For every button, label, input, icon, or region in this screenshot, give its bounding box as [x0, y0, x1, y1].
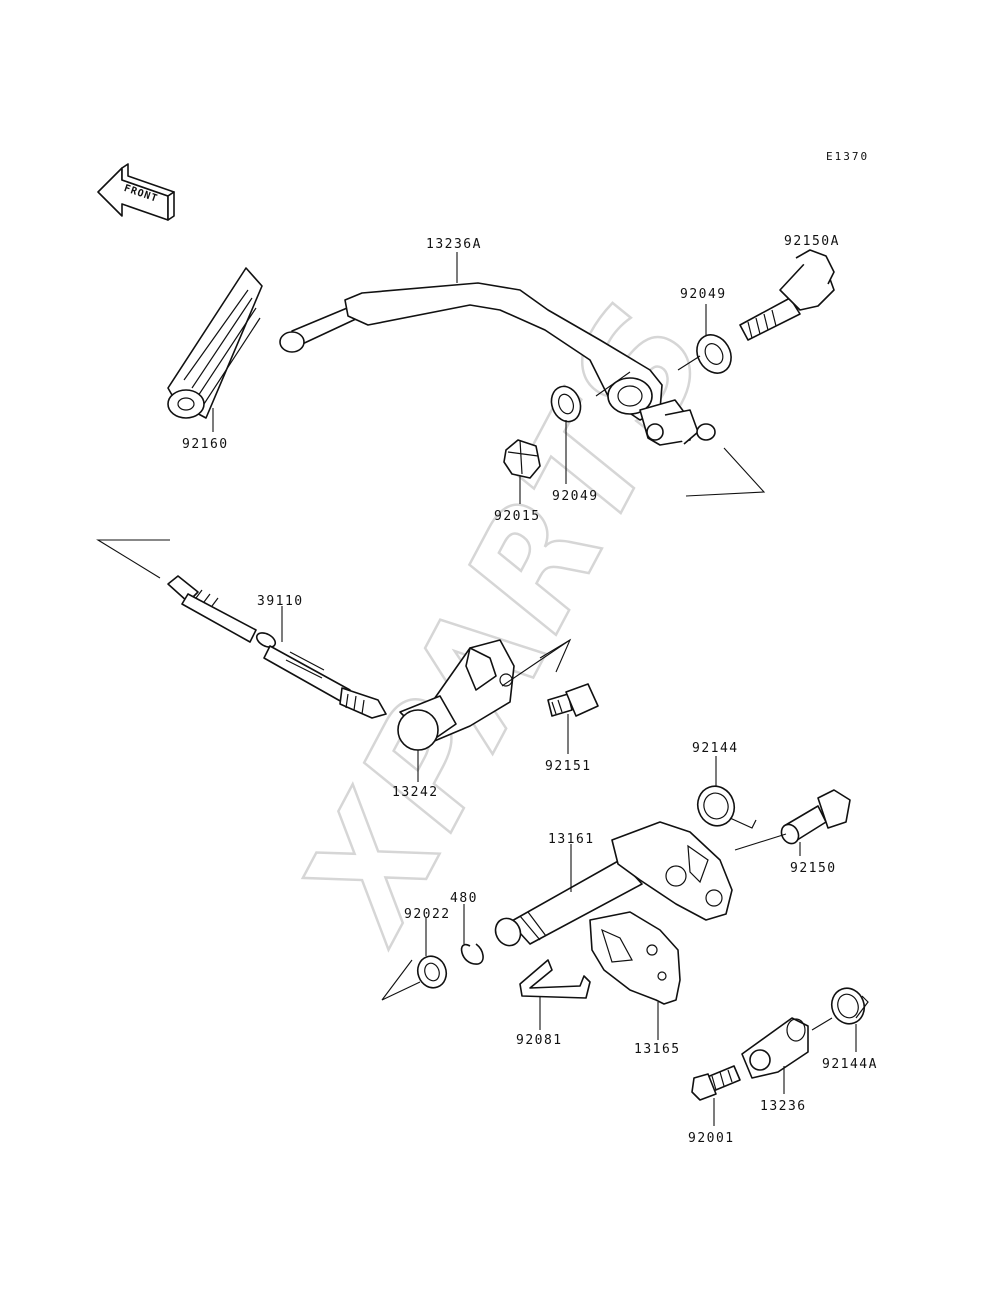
label-13165: 13165	[634, 1042, 681, 1057]
rod-end-part	[397, 639, 515, 751]
circlip-part	[460, 943, 484, 965]
diagram-code: E1370	[826, 150, 869, 163]
label-92015: 92015	[494, 509, 541, 524]
label-13161: 13161	[548, 832, 595, 847]
tie-rod-part	[167, 575, 387, 719]
label-92049-mid: 92049	[552, 489, 599, 504]
pivot-bolt-a-part	[739, 249, 835, 341]
stud-part	[696, 423, 716, 441]
shift-plate-part	[589, 911, 681, 1005]
lever-spring-part	[830, 987, 869, 1025]
label-92001: 92001	[688, 1131, 735, 1146]
leader-lines	[96, 252, 857, 1126]
shift-lever-part	[741, 1017, 809, 1079]
lever-bolt-part	[691, 1065, 741, 1101]
shaft-washer-part	[416, 955, 448, 989]
washer-top-part	[696, 334, 732, 374]
label-13236: 13236	[760, 1099, 807, 1114]
label-92144: 92144	[692, 741, 739, 756]
guide-part	[519, 959, 591, 999]
label-92144A: 92144A	[822, 1057, 878, 1072]
label-39110: 39110	[257, 594, 304, 609]
label-92049-top: 92049	[680, 287, 727, 302]
rod-end-bolt-part	[547, 683, 599, 717]
return-spring-part	[696, 785, 757, 829]
label-13236A: 13236A	[426, 237, 482, 252]
part-labels: 13236A 92150A 92049 92160 92049 92015 39…	[182, 234, 878, 1146]
label-92081: 92081	[516, 1033, 563, 1048]
label-92160: 92160	[182, 437, 229, 452]
shift-pedal-part	[279, 282, 699, 446]
front-arrow-icon: FRONT	[97, 163, 175, 221]
label-92150: 92150	[790, 861, 837, 876]
washer-mid-part	[550, 385, 582, 423]
label-13242: 13242	[392, 785, 439, 800]
label-92150A: 92150A	[784, 234, 840, 249]
shift-shaft-part	[494, 821, 733, 947]
label-92022: 92022	[404, 907, 451, 922]
label-480: 480	[450, 891, 478, 906]
pedal-rubber-part	[167, 267, 263, 419]
nut-part	[503, 439, 541, 479]
label-92151: 92151	[545, 759, 592, 774]
pivot-bolt-part	[780, 789, 851, 845]
